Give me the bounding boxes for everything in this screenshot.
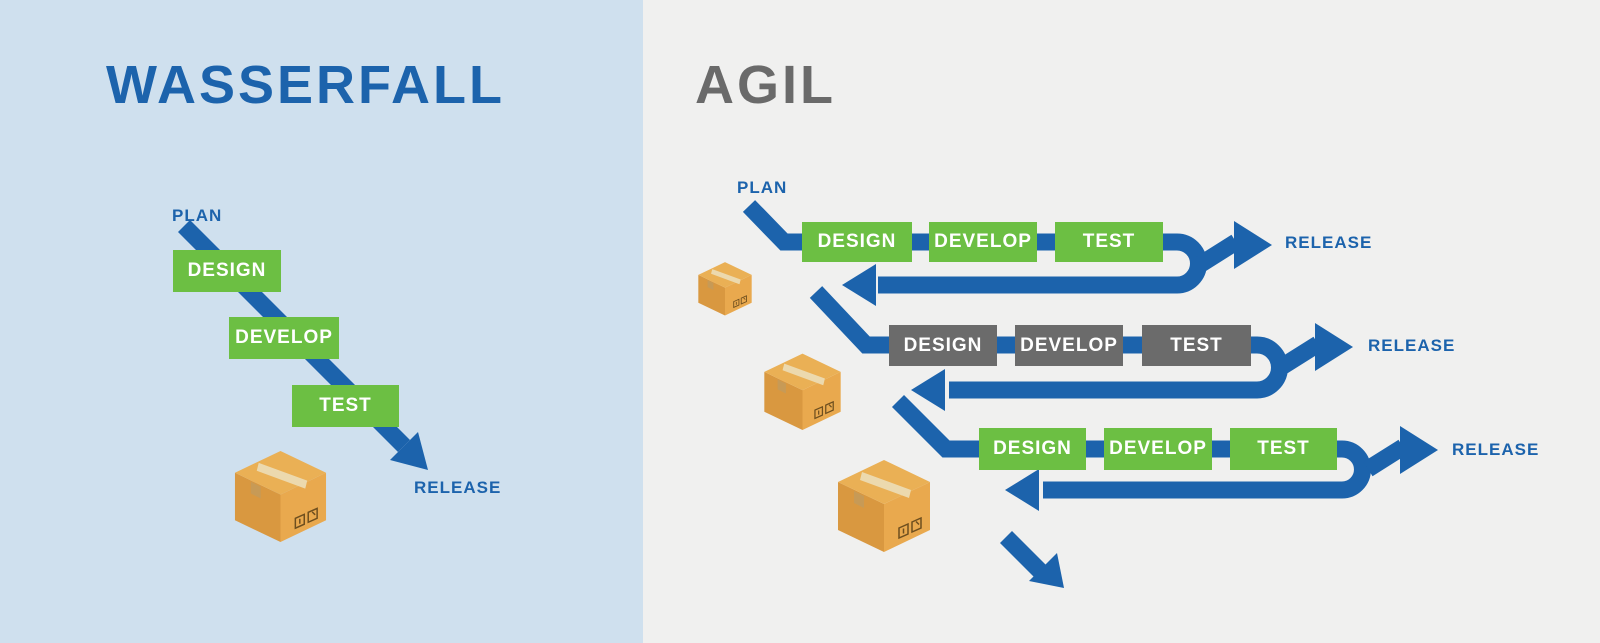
agile-iter1-step-develop: DEVELOP	[929, 222, 1037, 262]
agile-iter2-release-label: RELEASE	[1368, 336, 1456, 355]
agile-iter2-step-test: TEST	[1142, 325, 1251, 366]
agile-iter3-step-develop: DEVELOP	[1104, 428, 1212, 470]
waterfall-step-test: TEST	[292, 385, 399, 427]
waterfall-step-develop: DEVELOP	[229, 317, 339, 359]
agile-iter3-step-test: TEST	[1230, 428, 1337, 470]
agile-iter3-release-label: RELEASE	[1452, 440, 1540, 459]
waterfall-release-label: RELEASE	[414, 478, 502, 497]
agile-title: AGIL	[695, 55, 836, 115]
waterfall-title: WASSERFALL	[106, 55, 506, 115]
agile-iter1-step-design: DESIGN	[802, 222, 912, 262]
agile-plan-label: PLAN	[737, 178, 788, 197]
agile-iter1-step-test: TEST	[1055, 222, 1163, 262]
agile-iter2-step-develop: DEVELOP	[1015, 325, 1123, 366]
waterfall-step-design: DESIGN	[173, 250, 281, 292]
agile-iter1-release-label: RELEASE	[1285, 233, 1373, 252]
waterfall-plan-label: PLAN	[172, 206, 223, 225]
agile-iter3-step-design: DESIGN	[979, 428, 1086, 470]
agile-iter2-step-design: DESIGN	[889, 325, 997, 366]
